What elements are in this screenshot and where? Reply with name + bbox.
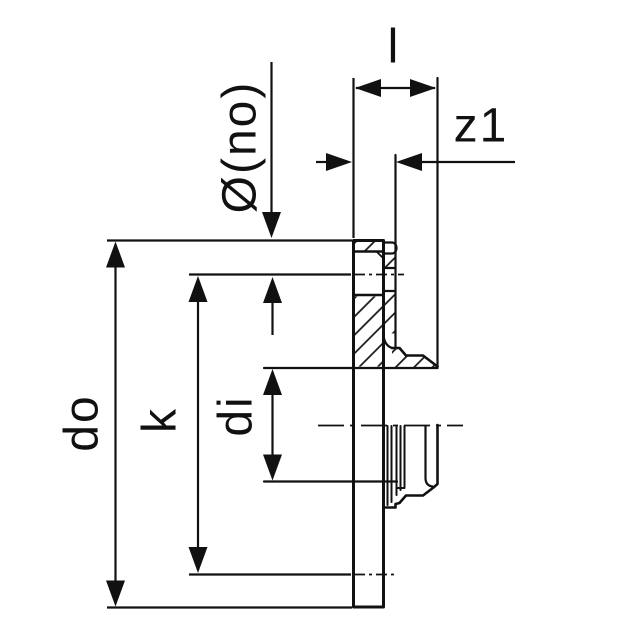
- k-label: k: [134, 407, 187, 433]
- di-label: di: [210, 395, 263, 436]
- do-label: do: [56, 394, 109, 451]
- socket-inner-curve: [382, 331, 394, 350]
- bolt-hole-label: Ø(no): [214, 81, 267, 214]
- flange-disc-outline: [352, 239, 385, 609]
- dimension-k: k: [134, 273, 351, 576]
- l-arrow-right: [410, 79, 436, 97]
- do-arrow-bottom: [106, 580, 125, 607]
- bolt-hole-arrow-down: [262, 212, 281, 238]
- socket-inner-end-wall: [424, 424, 434, 488]
- z1-arrow-right: [396, 153, 422, 171]
- dimension-bolt-hole: Ø(no): [214, 62, 282, 335]
- dimension-do: do: [56, 239, 352, 609]
- z1-label: z1: [454, 100, 509, 153]
- centerlines: [318, 273, 463, 576]
- k-arrow-top: [188, 276, 208, 302]
- di-arrow-bottom: [263, 454, 282, 481]
- l-arrow-left: [355, 79, 381, 97]
- do-arrow-top: [106, 241, 125, 268]
- dimension-l: l: [352, 21, 436, 238]
- socket-lower-profile: [382, 423, 439, 509]
- socket-upper-profile: [390, 346, 439, 368]
- di-arrow-top: [263, 369, 282, 395]
- bolt-hole-arrow-up: [263, 277, 282, 303]
- dimension-di: di: [210, 369, 282, 481]
- socket-body: [262, 76, 439, 509]
- bolt-hole-chamfer: [375, 250, 385, 260]
- k-arrow-bottom: [188, 547, 208, 573]
- z1-arrow-left: [326, 153, 352, 171]
- l-label: l: [388, 21, 401, 74]
- dimension-z1: z1: [316, 100, 515, 171]
